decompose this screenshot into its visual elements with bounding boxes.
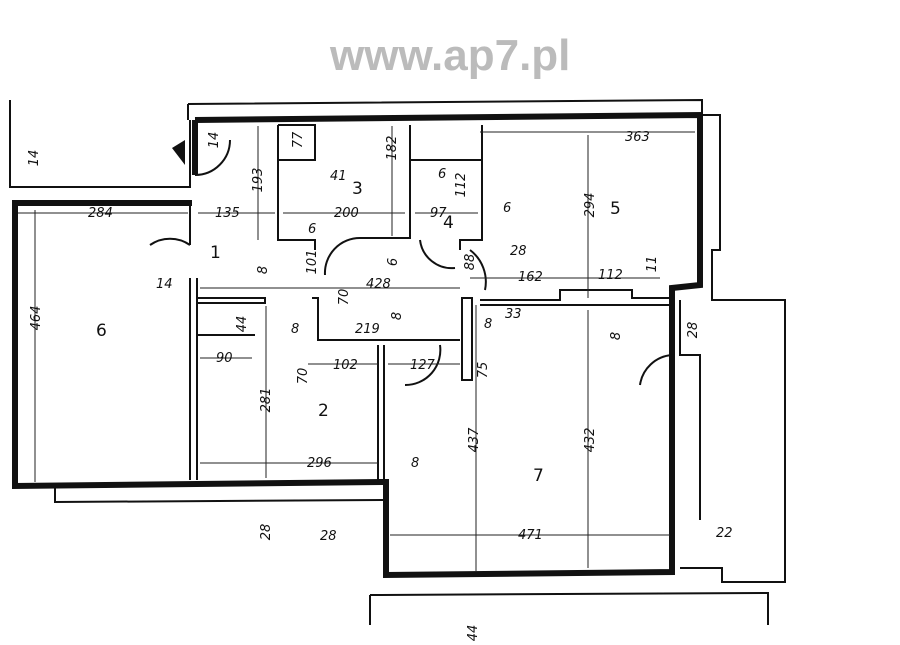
dimension-label: 6 <box>386 258 401 266</box>
dimension-label: 8 <box>256 266 271 274</box>
dimension-label: 8 <box>411 456 419 471</box>
dimension-label: 28 <box>259 524 274 541</box>
dimension-label: 294 <box>583 193 598 218</box>
room-number-5: 5 <box>610 199 621 219</box>
dimension-label: 28 <box>510 244 527 259</box>
dimension-label: 90 <box>216 351 233 366</box>
dimension-label: 14 <box>207 132 222 149</box>
dimension-label: 11 <box>645 256 660 273</box>
dimension-label: 8 <box>390 312 405 320</box>
dimension-label: 363 <box>625 130 650 145</box>
dimension-label: 14 <box>27 150 42 167</box>
stairs-icon <box>172 140 185 165</box>
room-number-1: 1 <box>210 243 221 263</box>
watermark: www.ap7.pl <box>329 31 570 80</box>
room-number-6: 6 <box>96 321 107 341</box>
dimension-label: 44 <box>235 316 250 333</box>
room-number-7: 7 <box>533 466 544 486</box>
dimension-label: 193 <box>251 168 266 193</box>
dimension-label: 219 <box>355 322 380 337</box>
dimension-label: 70 <box>337 289 352 306</box>
dimension-label: 77 <box>291 131 306 148</box>
dimension-label: 464 <box>29 306 44 331</box>
dimension-label: 284 <box>88 206 113 221</box>
dimension-label: 97 <box>430 206 447 221</box>
dimension-label: 112 <box>454 173 469 198</box>
dimension-label: 8 <box>291 322 299 337</box>
dimension-label: 102 <box>333 358 358 373</box>
dimension-label: 281 <box>259 388 274 413</box>
dimension-label: 8 <box>484 317 492 332</box>
dimension-label: 471 <box>518 528 543 543</box>
dimension-label: 70 <box>296 368 311 385</box>
dimension-label: 8 <box>609 332 624 340</box>
dimension-label: 6 <box>438 167 446 182</box>
dimension-label: 6 <box>308 222 316 237</box>
dimension-label: 88 <box>463 254 478 271</box>
dimension-label: 44 <box>466 625 481 642</box>
dimension-label: 296 <box>307 456 332 471</box>
dimension-label: 127 <box>410 358 436 373</box>
dimension-label: 75 <box>476 362 491 379</box>
dimension-label: 135 <box>215 206 240 221</box>
dimension-label: 200 <box>334 206 359 221</box>
dimension-label: 14 <box>156 277 173 292</box>
dimension-label: 6 <box>503 201 511 216</box>
dimension-label: 428 <box>366 277 391 292</box>
dimension-label: 432 <box>583 428 598 453</box>
dimension-label: 28 <box>320 529 337 544</box>
dimension-label: 22 <box>716 526 733 541</box>
dimension-label: 28 <box>686 322 701 339</box>
dimension-label: 33 <box>505 307 522 322</box>
room-number-2: 2 <box>318 401 329 421</box>
dimension-label: 101 <box>305 250 320 275</box>
dimension-label: 162 <box>518 270 543 285</box>
dimension-label: 41 <box>330 169 347 184</box>
dimension-label: 437 <box>467 427 482 453</box>
dimension-lines <box>18 126 695 572</box>
room-number-4: 4 <box>443 213 454 233</box>
walls <box>9 98 786 625</box>
dimension-label: 112 <box>598 268 623 283</box>
dimension-label: 182 <box>385 136 400 161</box>
room-number-3: 3 <box>352 179 363 199</box>
